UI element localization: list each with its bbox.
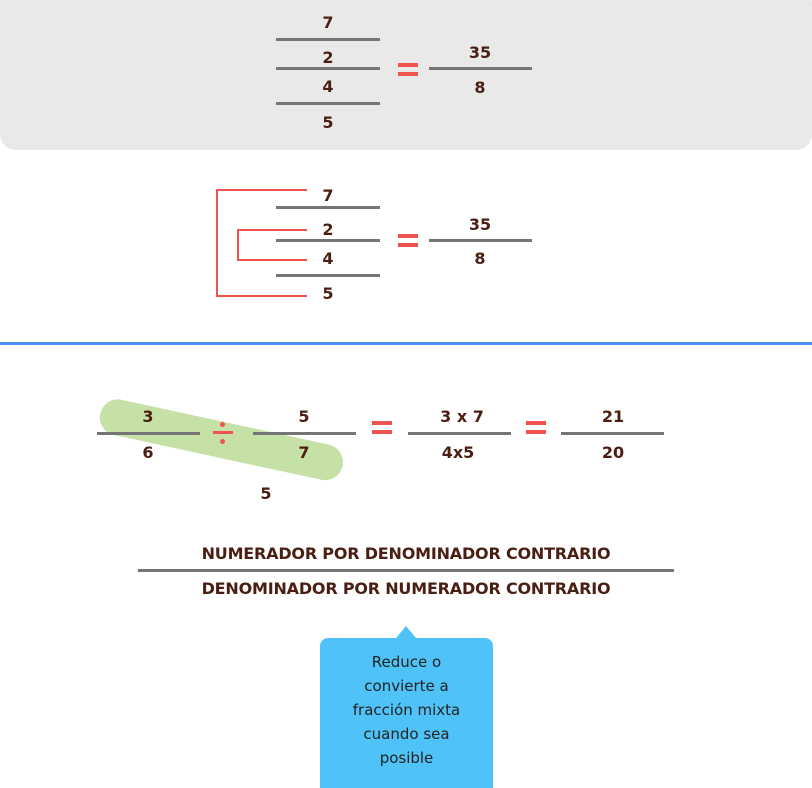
ex3-step-bar (408, 432, 511, 435)
tip-line: posible (379, 749, 434, 767)
ex1-result-fraction-bar (429, 67, 532, 70)
ex3-equals-sign-1 (372, 421, 392, 434)
ex1-result-numerator: 35 (468, 43, 492, 62)
ex3-equals-sign-2 (526, 421, 546, 434)
ex3-step-numerator: 3 x 7 (440, 407, 484, 426)
ex3-result-bar (561, 432, 664, 435)
ex1-result-denominator: 8 (474, 78, 486, 97)
ex1-top-fraction-bar (276, 38, 380, 41)
ex3-result-denominator: 20 (601, 443, 625, 462)
ex2-bottom-numerator: 4 (322, 249, 334, 268)
extremes-bracket (216, 189, 307, 297)
tip-text: Reduce o convierte a fracción mixta cuan… (320, 650, 493, 770)
ex1-top-denominator: 2 (322, 48, 334, 67)
tip-callout: Reduce o convierte a fracción mixta cuan… (320, 626, 493, 788)
tip-line: Reduce o (371, 653, 442, 671)
ex2-equals-sign (398, 234, 418, 247)
ex2-result-fraction-bar (429, 239, 532, 242)
ex1-bottom-fraction-bar (276, 102, 380, 105)
tip-line: fracción mixta (352, 701, 461, 719)
ex3-fraction-b-numerator: 5 (298, 407, 310, 426)
rule-numerator-text: NUMERADOR POR DENOMINADOR CONTRARIO (201, 544, 611, 563)
ex2-bottom-fraction-bar (276, 274, 380, 277)
ex2-result-denominator: 8 (474, 249, 486, 268)
ex1-equals-sign (398, 63, 418, 76)
ex2-result-numerator: 35 (468, 215, 492, 234)
ex3-stray-number: 5 (260, 484, 272, 503)
tip-line: cuando sea (363, 725, 450, 743)
means-bracket (237, 229, 307, 261)
ex1-bottom-denominator: 5 (322, 113, 334, 132)
ex3-step-denominator: 4x5 (441, 443, 475, 462)
ex1-main-fraction-bar (276, 67, 380, 70)
ex3-fraction-a-bar (97, 432, 200, 435)
ex2-top-denominator: 2 (322, 220, 334, 239)
ex2-top-fraction-bar (276, 206, 380, 209)
ex3-fraction-b-denominator: 7 (298, 443, 310, 462)
ex1-top-numerator: 7 (322, 13, 334, 32)
ex1-bottom-numerator: 4 (322, 77, 334, 96)
divide-sign-icon (213, 422, 233, 444)
rule-denominator-text: DENOMINADOR POR NUMERADOR CONTRARIO (201, 579, 611, 598)
rule-fraction-bar (138, 569, 674, 572)
tip-line: convierte a (364, 677, 449, 695)
ex3-fraction-a-numerator: 3 (142, 407, 154, 426)
ex2-top-numerator: 7 (322, 186, 334, 205)
ex3-fraction-a-denominator: 6 (142, 443, 154, 462)
ex3-fraction-b-bar (253, 432, 356, 435)
ex3-result-numerator: 21 (601, 407, 625, 426)
ex2-bottom-denominator: 5 (322, 284, 334, 303)
section-divider (0, 342, 812, 345)
ex2-main-fraction-bar (276, 239, 380, 242)
